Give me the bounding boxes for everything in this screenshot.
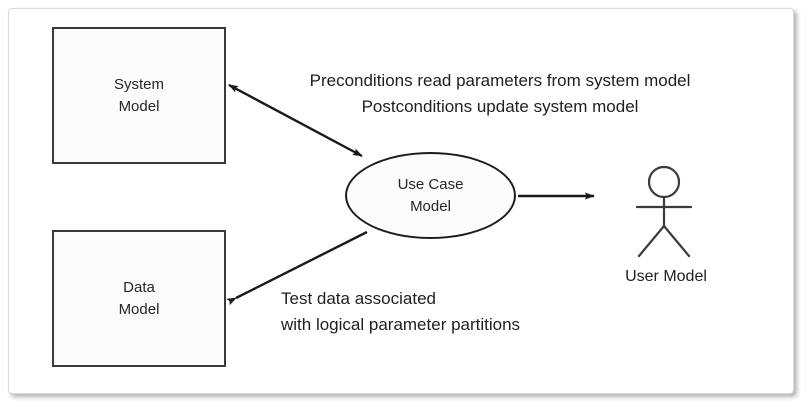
actor-head-icon [647,165,681,199]
edge-system-model-to-use-case-model [228,83,363,158]
node-system-model-label: System Model [113,75,164,115]
actor-icon [635,165,693,258]
node-use-case-model[interactable]: Use Case Model [345,152,516,239]
node-data-model-label: Data Model [118,278,160,318]
edge-label-system-relation: Preconditions read parameters from syste… [309,71,691,116]
edge-use-case-model-to-data-model [226,230,368,306]
actor-right-leg-line [662,224,691,258]
node-data-model[interactable]: Data Model [52,230,226,367]
node-use-case-model-label: Use Case Model [397,175,464,215]
edge-label-data-relation: Test data associated with logical parame… [281,289,521,334]
node-system-model[interactable]: System Model [52,27,226,164]
node-user-model-label: User Model [625,268,707,285]
actor-left-leg-line [637,224,666,258]
